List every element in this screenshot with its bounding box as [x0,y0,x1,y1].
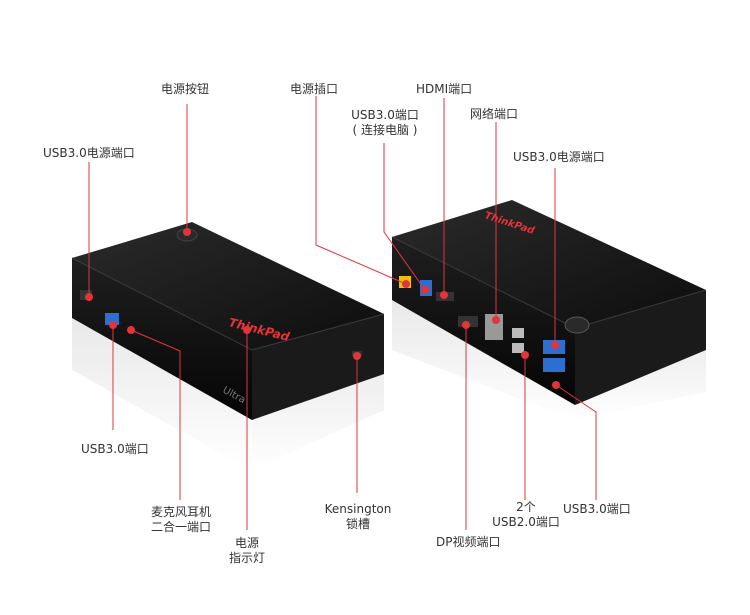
label-power-socket: 电源插口 [290,82,339,96]
label-power-button: 电源按钮 [161,82,210,96]
callout-lines [88,96,597,530]
label-combo-line1: 麦克风耳机 [150,505,211,519]
label-usb20: 2个 USB2.0端口 [490,500,562,530]
dock-front-view: ThinkPad Ultra [71,222,385,470]
dock-front-side [252,314,384,420]
rear-usb20-port-2 [512,343,524,353]
label-usb30-front: USB3.0端口 [81,442,149,456]
label-usb30-computer: USB3.0端口 ( 连接电脑 ) [348,108,422,138]
label-kensington-line1: Kensington [324,502,392,516]
label-usb20-line1: 2个 [516,500,536,514]
label-combo-line2: 二合一端口 [150,520,211,534]
label-usb20-line2: USB2.0端口 [492,515,560,529]
label-usb30-computer-line2: ( 连接电脑 ) [352,123,418,137]
label-kensington-line2: 锁槽 [345,517,370,531]
label-power-led-line1: 电源 [234,536,259,550]
label-usb30-power-right: USB3.0电源端口 [513,150,605,164]
label-network: 网络端口 [470,107,519,121]
label-power-led: 电源 指示灯 [223,536,271,566]
label-hdmi: HDMI端口 [416,82,473,96]
dock-rear-top [392,200,706,328]
callout-dots [85,228,560,389]
dock-rear-view: ThinkPad [391,200,707,420]
dock-rear-face [392,237,575,405]
label-power-led-line2: 指示灯 [228,551,265,565]
label-kensington: Kensington 锁槽 [322,502,394,532]
dock-front-face [72,258,252,420]
dock-front-top [72,222,384,350]
rear-dp-port [458,316,478,327]
label-dp: DP视频端口 [436,535,501,549]
rear-usb30-port-2 [543,358,565,372]
rear-lock-knob [564,316,590,334]
label-usb30-rear: USB3.0端口 [563,502,631,516]
label-usb30-computer-line1: USB3.0端口 [351,108,419,122]
rear-usb20-port-1 [512,328,524,338]
label-combo-jack: 麦克风耳机 二合一端口 [146,505,216,535]
label-usb30-power-left: USB3.0电源端口 [43,146,135,160]
